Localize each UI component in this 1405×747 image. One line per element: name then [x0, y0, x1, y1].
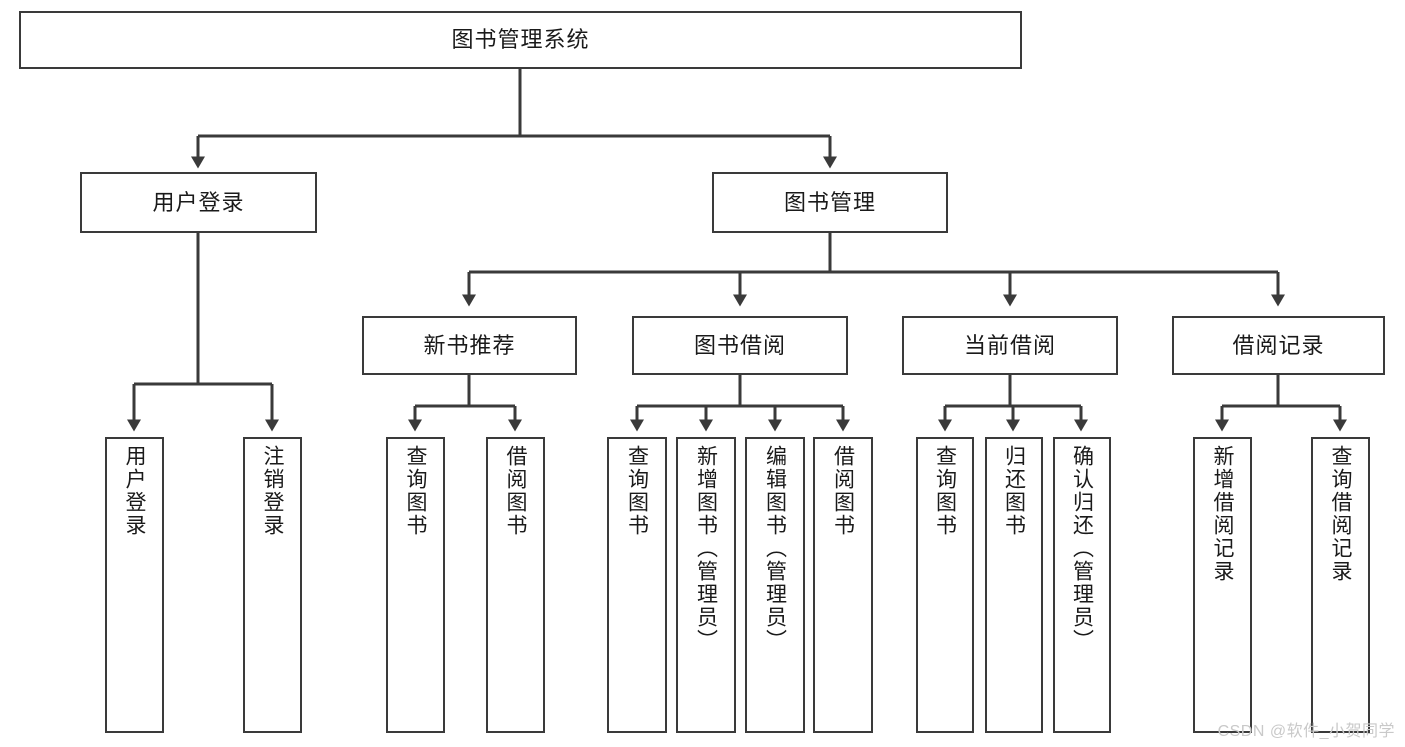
node-label: 借阅图书	[504, 445, 527, 537]
node-book-borrow[interactable]: 图书借阅	[632, 316, 848, 375]
node-label: 编辑图书（管理员）	[763, 445, 787, 652]
node-label: 查询借阅记录	[1329, 445, 1352, 583]
node-leaf-logout[interactable]: 注销登录	[243, 437, 302, 733]
node-borrow-record[interactable]: 借阅记录	[1172, 316, 1385, 375]
node-label: 图书管理	[783, 189, 876, 215]
node-leaf-query-book-recommend[interactable]: 查询图书	[386, 437, 445, 733]
node-label: 图书管理系统	[451, 27, 590, 53]
node-label: 用户登录	[152, 189, 245, 215]
node-leaf-return-book[interactable]: 归还图书	[985, 437, 1043, 733]
node-book-management[interactable]: 图书管理	[712, 172, 948, 233]
node-root-book-management-system[interactable]: 图书管理系统	[19, 11, 1022, 69]
node-label: 借阅记录	[1232, 332, 1325, 358]
node-label: 查询图书	[933, 445, 957, 537]
node-label: 查询图书	[625, 445, 649, 537]
watermark-text: CSDN @软件_小贺同学	[1217, 723, 1395, 740]
node-user-login[interactable]: 用户登录	[80, 172, 317, 233]
node-label: 当前借阅	[963, 332, 1056, 358]
node-label: 确认归还（管理员）	[1070, 445, 1094, 652]
node-label: 图书借阅	[693, 332, 786, 358]
node-label: 新增图书（管理员）	[694, 445, 718, 652]
connector-lines	[127, 69, 1347, 432]
node-label: 注销登录	[261, 445, 284, 537]
node-current-borrow[interactable]: 当前借阅	[902, 316, 1118, 375]
node-label: 新书推荐	[423, 332, 516, 358]
node-leaf-query-book-current[interactable]: 查询图书	[916, 437, 974, 733]
node-leaf-add-borrow-record[interactable]: 新增借阅记录	[1193, 437, 1252, 733]
node-leaf-borrow-book-recommend[interactable]: 借阅图书	[486, 437, 545, 733]
node-leaf-confirm-return-admin[interactable]: 确认归还（管理员）	[1053, 437, 1111, 733]
node-leaf-edit-book-admin[interactable]: 编辑图书（管理员）	[745, 437, 805, 733]
node-leaf-user-login[interactable]: 用户登录	[105, 437, 164, 733]
node-leaf-query-book-borrow[interactable]: 查询图书	[607, 437, 667, 733]
node-label: 归还图书	[1002, 445, 1026, 537]
node-label: 借阅图书	[831, 445, 855, 537]
node-leaf-add-book-admin[interactable]: 新增图书（管理员）	[676, 437, 736, 733]
node-leaf-borrow-book[interactable]: 借阅图书	[813, 437, 873, 733]
node-label: 用户登录	[123, 445, 146, 537]
node-leaf-query-borrow-record[interactable]: 查询借阅记录	[1311, 437, 1370, 733]
node-label: 新增借阅记录	[1211, 445, 1234, 583]
node-new-book-recommend[interactable]: 新书推荐	[362, 316, 577, 375]
node-label: 查询图书	[404, 445, 427, 537]
